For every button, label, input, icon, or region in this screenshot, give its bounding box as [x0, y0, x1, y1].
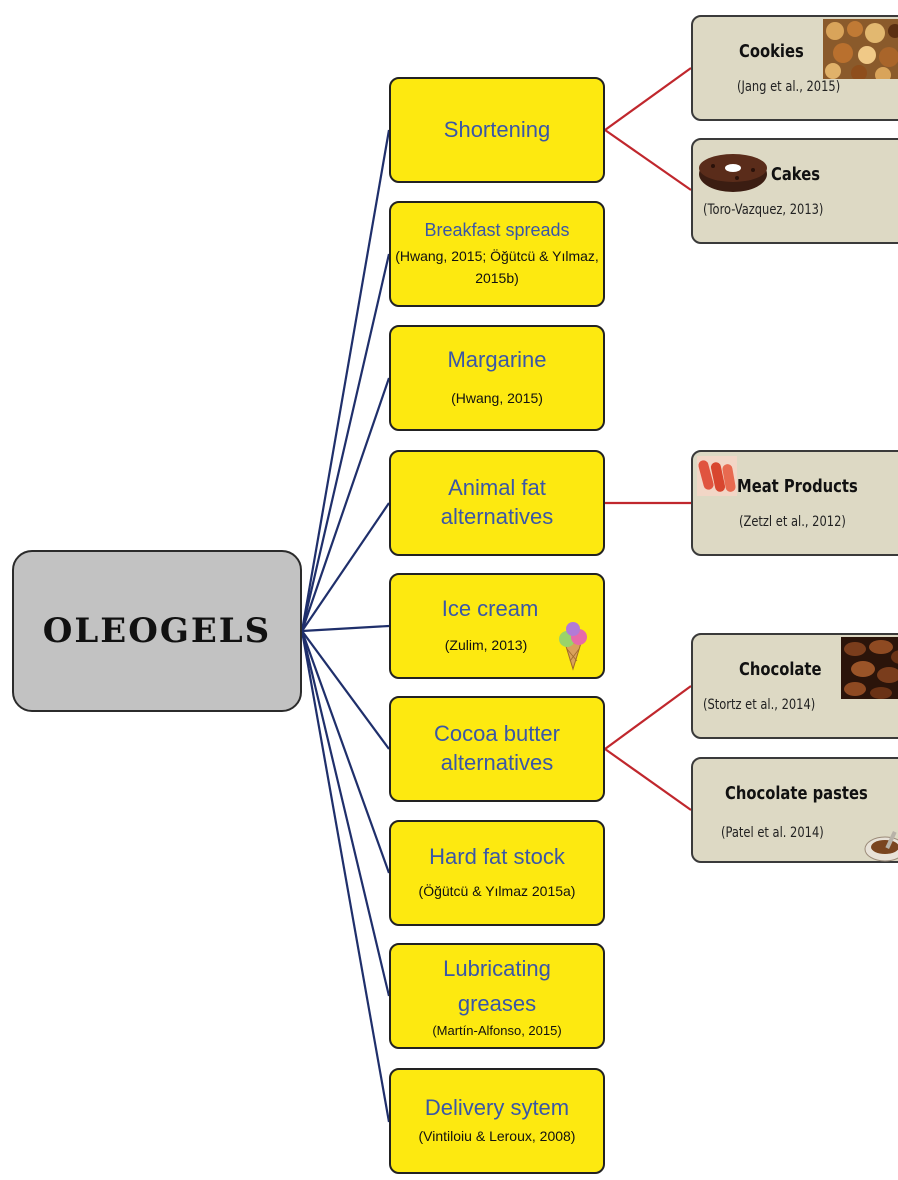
- node-hard-fat-stock: Hard fat stock (Öğütcü & Yılmaz 2015a): [389, 820, 605, 926]
- node-title: Breakfast spreads: [424, 219, 570, 240]
- connector-shortening-cakes: [604, 129, 692, 191]
- node-lubricating-greases: Lubricating greases (Martín-Alfonso, 201…: [389, 943, 605, 1049]
- node-citation: (Hwang, 2015; Öğütcü & Yılmaz, 2015b): [395, 248, 599, 286]
- connector-root-delivery: [300, 630, 391, 1123]
- connector-root-shortening: [300, 129, 391, 632]
- product-connectors: [604, 67, 692, 811]
- connector-root-breakfast-spreads: [300, 253, 391, 632]
- node-title: Delivery sytem: [424, 1094, 570, 1120]
- root-label: OLEOGELS: [42, 611, 272, 651]
- chocolate-paste-photo-icon: [864, 830, 898, 862]
- node-delivery-system: Delivery sytem (Vintiloiu & Leroux, 2008…: [389, 1068, 605, 1174]
- node-citation: (Hwang, 2015): [451, 390, 543, 407]
- node-cocoa-butter-alternatives: Cocoa butter alternatives: [389, 696, 605, 802]
- product-title: Cakes: [771, 164, 821, 185]
- connector-root-cocoa-butter: [301, 630, 390, 750]
- node-citation: (Öğütcü & Yılmaz 2015a): [418, 883, 576, 900]
- node-citation: (Zulim, 2013): [444, 637, 528, 654]
- node-title: Lubricating greases: [443, 955, 551, 1016]
- product-title: Cookies: [739, 41, 804, 62]
- node-title: Cocoa butter alternatives: [434, 721, 560, 775]
- product-title: Meat Products: [737, 476, 858, 497]
- product-citation: (Toro-Vazquez, 2013): [703, 202, 824, 218]
- node-title: Animal fat alternatives: [440, 475, 554, 529]
- node-title: Shortening: [443, 116, 551, 142]
- node-shortening: Shortening: [389, 77, 605, 183]
- root-connectors: [300, 129, 391, 1123]
- connector-shortening-cookies: [604, 67, 692, 131]
- node-citation: (Vintiloiu & Leroux, 2008): [418, 1128, 576, 1145]
- product-title: Chocolate pastes: [725, 783, 868, 804]
- connector-cocoa-chocolate: [604, 685, 692, 750]
- product-meat: Meat Products (Zetzl et al., 2012): [691, 450, 898, 556]
- product-citation: (Jang et al., 2015): [737, 79, 841, 95]
- node-title: Ice cream: [441, 595, 539, 621]
- cake-photo-icon: [699, 154, 767, 192]
- product-cookies: Cookies (Jang et al., 2015): [691, 15, 898, 121]
- root-node: OLEOGELS: [12, 550, 302, 712]
- cocoa-beans-photo-icon: [841, 637, 898, 699]
- product-title: Chocolate: [739, 659, 822, 680]
- node-animal-fat-alternatives: Animal fat alternatives: [389, 450, 605, 556]
- node-citation: (Martín-Alfonso, 2015): [432, 1023, 562, 1039]
- connector-root-ice-cream: [301, 624, 390, 633]
- product-citation: (Zetzl et al., 2012): [739, 514, 846, 530]
- connector-cocoa-chocolate-pastes: [604, 748, 692, 811]
- product-citation: (Patel et al. 2014): [721, 825, 824, 841]
- node-margarine: Margarine (Hwang, 2015): [389, 325, 605, 431]
- node-breakfast-spreads: Breakfast spreads (Hwang, 2015; Öğütcü &…: [389, 201, 605, 307]
- node-title: Margarine: [447, 346, 547, 372]
- node-title: Hard fat stock: [429, 843, 565, 869]
- product-chocolate-pastes: Chocolate pastes (Patel et al. 2014): [691, 757, 898, 863]
- product-chocolate: Chocolate (Stortz et al., 2014): [691, 633, 898, 739]
- connector-root-hard-fat: [300, 630, 391, 874]
- connector-root-animal-fat: [301, 502, 390, 632]
- sausage-photo-icon: [697, 456, 737, 496]
- cookies-photo-icon: [823, 19, 898, 79]
- product-cakes: Cakes (Toro-Vazquez, 2013): [691, 138, 898, 244]
- connector-root-margarine: [300, 377, 391, 632]
- ice-cream-cone-icon: [559, 622, 587, 671]
- connector-root-lubricating: [300, 630, 391, 997]
- node-ice-cream: Ice cream (Zulim, 2013): [389, 573, 605, 679]
- product-citation: (Stortz et al., 2014): [703, 697, 816, 713]
